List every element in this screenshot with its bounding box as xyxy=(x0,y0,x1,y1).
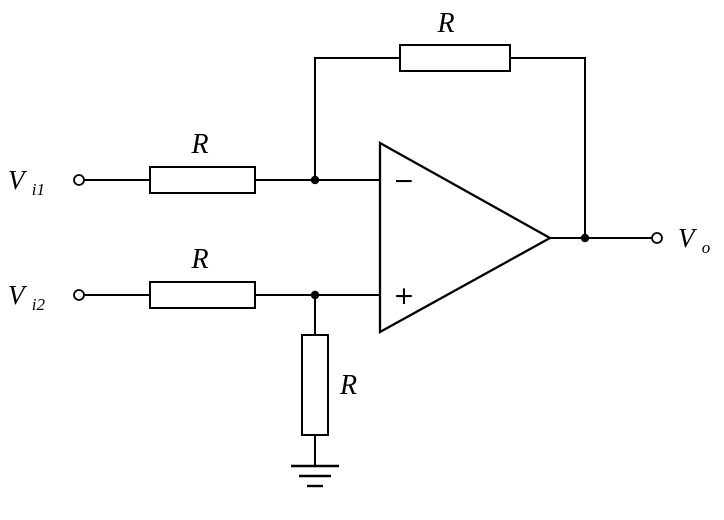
output-node-dot xyxy=(580,233,590,243)
feedback-resistor xyxy=(399,44,511,72)
input2-resistor xyxy=(149,281,256,309)
vo-label-sub: o xyxy=(702,238,711,257)
vi2-terminal xyxy=(73,289,85,301)
vi1-label-sub: i1 xyxy=(32,180,45,199)
noninverting-input-sign: + xyxy=(394,281,415,310)
vo-label: V o xyxy=(678,223,710,257)
vo-label-main: V xyxy=(678,223,698,253)
feedback-resistor-label: R xyxy=(436,8,454,39)
vi1-label: V i1 xyxy=(8,165,45,199)
ground-resistor xyxy=(301,334,329,436)
opamp-triangle xyxy=(378,141,553,334)
ground-symbol xyxy=(291,464,339,488)
noninverting-node-dot xyxy=(310,290,320,300)
vi1-label-main: V xyxy=(8,165,28,195)
inverting-input-sign: − xyxy=(394,166,415,195)
vi1-terminal xyxy=(73,174,85,186)
input2-resistor-label: R xyxy=(190,244,208,275)
vi2-label-sub: i2 xyxy=(32,295,46,314)
vi2-label-main: V xyxy=(8,280,28,310)
inverting-node-dot xyxy=(310,175,320,185)
vi2-label: V i2 xyxy=(8,280,45,314)
vo-terminal xyxy=(651,232,663,244)
input1-resistor-label: R xyxy=(190,129,208,160)
wire-feedback-left xyxy=(314,57,400,180)
ground-resistor-label: R xyxy=(339,370,357,401)
input1-resistor xyxy=(149,166,256,194)
wire-feedback-right xyxy=(510,57,586,238)
